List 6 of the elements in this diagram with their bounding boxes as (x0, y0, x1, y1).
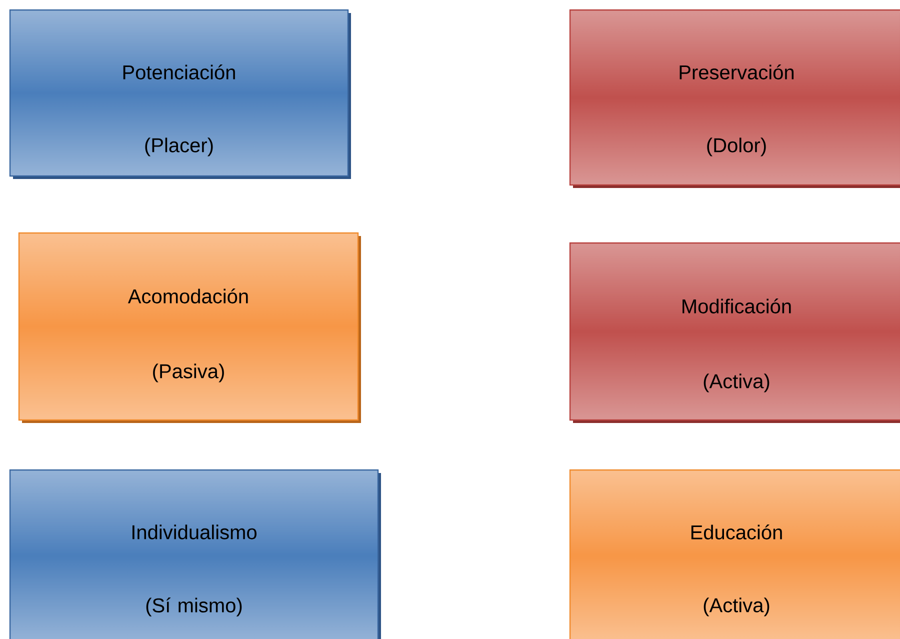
process-box: Educación (Activa) (569, 469, 900, 639)
process-box: Preservación (Dolor) (569, 9, 900, 188)
process-box: Individualismo (Sí mismo) (9, 469, 381, 639)
process-box: Potenciación (Placer) (9, 9, 351, 179)
process-box: Acomodación (Pasiva) (18, 232, 361, 423)
process-box: Modificación (Activa) (569, 242, 900, 423)
